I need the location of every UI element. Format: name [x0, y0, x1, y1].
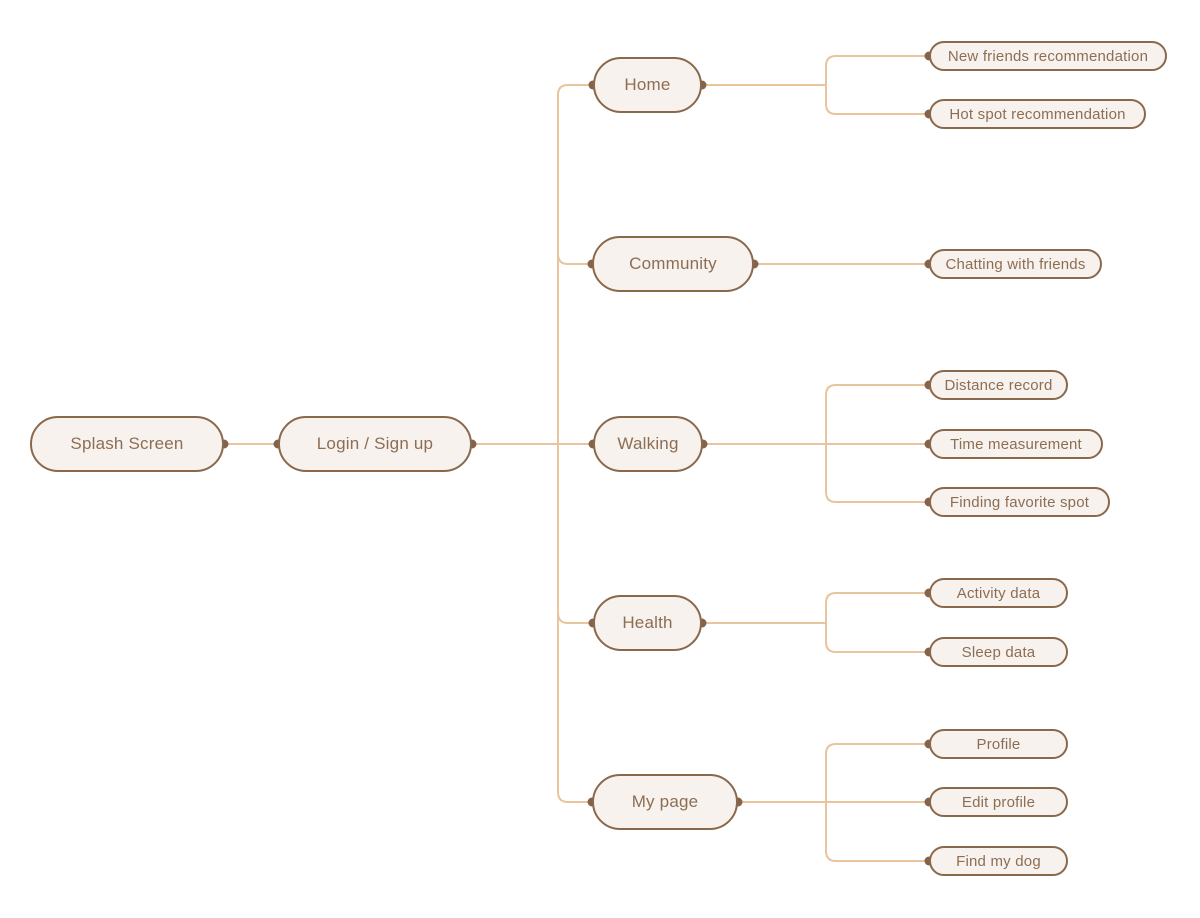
node-health: Health [593, 595, 702, 651]
node-activity-data: Activity data [929, 578, 1068, 608]
connector-trunk-to-community [557, 253, 592, 265]
node-label: Walking [617, 434, 679, 453]
node-label: My page [631, 792, 699, 811]
node-distance-record: Distance record [929, 370, 1068, 400]
node-label: Time measurement [950, 435, 1082, 453]
node-label: Health [622, 613, 673, 632]
connector-trunk-to-health [557, 612, 593, 624]
node-walking: Walking [593, 416, 703, 472]
node-finding-favorite-spot: Finding favorite spot [929, 487, 1110, 517]
node-label: Splash Screen [70, 434, 184, 453]
connector-walking-children [825, 384, 929, 503]
node-label: Home [624, 75, 671, 94]
node-label: Community [629, 254, 717, 273]
connector-mypage-children [825, 743, 929, 862]
node-label: Chatting with friends [945, 255, 1086, 273]
node-label: Finding favorite spot [949, 493, 1090, 511]
node-label: Hot spot recommendation [949, 105, 1126, 123]
node-edit-profile: Edit profile [929, 787, 1068, 817]
node-label: Profile [976, 735, 1021, 753]
connector-health-children [825, 592, 929, 653]
node-time-measurement: Time measurement [929, 429, 1103, 459]
node-sleep-data: Sleep data [929, 637, 1068, 667]
node-home: Home [593, 57, 702, 113]
node-hot-spot-recommendation: Hot spot recommendation [929, 99, 1146, 129]
node-label: New friends recommendation [947, 47, 1149, 65]
node-find-my-dog: Find my dog [929, 846, 1068, 876]
node-new-friends-recommendation: New friends recommendation [929, 41, 1167, 71]
node-label: Login / Sign up [316, 434, 434, 453]
node-profile: Profile [929, 729, 1068, 759]
node-splash-screen: Splash Screen [30, 416, 224, 472]
node-label: Activity data [956, 584, 1041, 602]
node-label: Find my dog [956, 852, 1041, 870]
node-label: Edit profile [961, 793, 1036, 811]
node-my-page: My page [592, 774, 738, 830]
node-label: Distance record [944, 376, 1053, 394]
node-chatting-with-friends: Chatting with friends [929, 249, 1102, 279]
node-community: Community [592, 236, 754, 292]
node-login-sign-up: Login / Sign up [278, 416, 472, 472]
connector-trunk [557, 84, 593, 803]
connector-home-children [825, 55, 929, 115]
node-label: Sleep data [961, 643, 1036, 661]
